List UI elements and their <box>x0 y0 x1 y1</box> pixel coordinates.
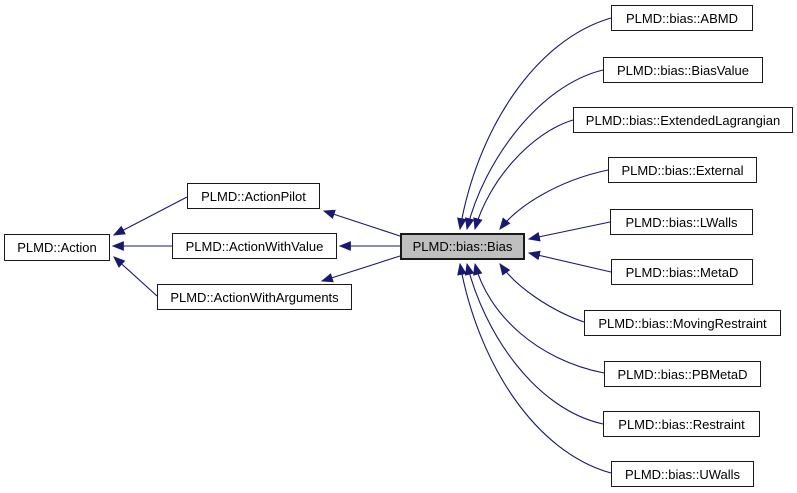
node-plmd-action[interactable]: PLMD::Action <box>4 234 110 261</box>
node-plmd-actionpilot[interactable]: PLMD::ActionPilot <box>187 183 320 209</box>
node-plmd-bias-lwalls[interactable]: PLMD::bias::LWalls <box>610 209 753 235</box>
edge-metad-bias <box>527 250 612 273</box>
node-plmd-bias-abmd[interactable]: PLMD::bias::ABMD <box>611 5 753 31</box>
node-plmd-actionwithvalue[interactable]: PLMD::ActionWithValue <box>172 233 337 259</box>
node-plmd-bias-bias[interactable]: PLMD::bias::Bias <box>400 233 525 260</box>
edge-actionpilot-action <box>112 196 188 236</box>
node-plmd-bias-restraint[interactable]: PLMD::bias::Restraint <box>603 411 760 437</box>
edge-actionwitharguments-action <box>113 256 158 297</box>
edge-pbmetad-bias <box>473 262 605 374</box>
edge-movingrestraint-bias <box>499 263 585 323</box>
node-plmd-bias-uwalls[interactable]: PLMD::bias::UWalls <box>611 461 754 487</box>
edge-uwalls-bias <box>457 262 612 474</box>
node-plmd-bias-biasvalue[interactable]: PLMD::bias::BiasValue <box>603 57 763 83</box>
edge-extendedlagrangian-bias <box>473 119 574 231</box>
node-plmd-bias-movingrestraint[interactable]: PLMD::bias::MovingRestraint <box>584 310 781 336</box>
edge-abmd-bias <box>457 17 612 231</box>
edge-restraint-bias <box>464 262 604 425</box>
node-plmd-actionwitharguments[interactable]: PLMD::ActionWithArguments <box>157 284 352 310</box>
node-plmd-bias-extendedlagrangian[interactable]: PLMD::bias::ExtendedLagrangian <box>573 107 793 133</box>
node-plmd-bias-pbmetad[interactable]: PLMD::bias::PBMetaD <box>604 361 761 387</box>
node-plmd-bias-metad[interactable]: PLMD::bias::MetaD <box>611 259 753 285</box>
edge-bias-actionpilot <box>322 209 401 237</box>
node-plmd-bias-external[interactable]: PLMD::bias::External <box>608 157 757 183</box>
edge-biasvalue-bias <box>464 69 604 231</box>
edge-external-bias <box>499 169 609 230</box>
edge-lwalls-bias <box>527 221 611 242</box>
edge-bias-actionwitharguments <box>320 255 401 283</box>
